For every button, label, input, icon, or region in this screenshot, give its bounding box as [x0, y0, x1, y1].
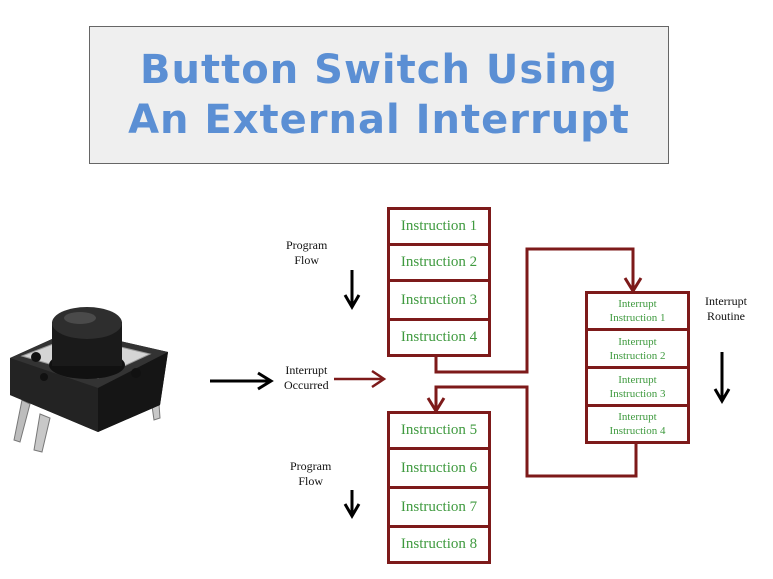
irq-line: Instruction 1 — [609, 312, 666, 324]
interrupt-instruction-2-box: Interrupt Instruction 2 — [585, 328, 690, 369]
label-line: Flow — [298, 474, 323, 488]
irq-line: Interrupt — [618, 335, 657, 348]
irq-line: Instruction 2 — [609, 349, 666, 362]
program-flow-bottom-label: Program Flow — [290, 459, 331, 489]
interrupt-instruction-1-box: Interrupt Instruction 1 — [585, 291, 690, 331]
instruction-3-box: Instruction 3 — [387, 279, 491, 321]
interrupt-occurred-label: Interrupt Occurred — [284, 363, 329, 393]
interrupt-instruction-3-box: Interrupt Instruction 3 — [585, 366, 690, 407]
title-line-2: An External Interrupt — [128, 97, 630, 143]
interrupt-routine-label: Interrupt Routine — [705, 294, 747, 324]
label-line: Program — [286, 238, 328, 252]
irq-line: Interrupt — [618, 298, 657, 310]
interrupt-instruction-4-box: Interrupt Instruction 4 — [585, 404, 690, 444]
label-line: Routine — [706, 309, 745, 323]
label-line: Interrupt — [705, 294, 747, 308]
jump-to-isr-path — [434, 247, 635, 374]
label-line: Flow — [294, 253, 319, 267]
instruction-7-box: Instruction 7 — [387, 486, 491, 528]
instruction-8-box: Instruction 8 — [387, 525, 491, 564]
program-flow-top-label: Program Flow — [286, 238, 327, 268]
irq-line: Instruction 4 — [609, 425, 666, 437]
label-line: Occurred — [284, 378, 329, 392]
label-line: Interrupt — [285, 363, 328, 377]
instruction-6-box: Instruction 6 — [387, 447, 491, 489]
title-line-1: Button Switch Using — [140, 47, 618, 93]
irq-line: Interrupt — [618, 411, 657, 423]
instruction-2-box: Instruction 2 — [387, 243, 491, 282]
label-line: Program — [290, 459, 332, 473]
return-from-isr-path — [434, 385, 638, 478]
instruction-1-box: Instruction 1 — [387, 207, 491, 246]
irq-line: Instruction 3 — [609, 387, 666, 400]
title-box: Button Switch Using An External Interrup… — [89, 26, 669, 164]
instruction-5-box: Instruction 5 — [387, 411, 491, 450]
instruction-4-box: Instruction 4 — [387, 318, 491, 357]
irq-line: Interrupt — [618, 373, 657, 386]
